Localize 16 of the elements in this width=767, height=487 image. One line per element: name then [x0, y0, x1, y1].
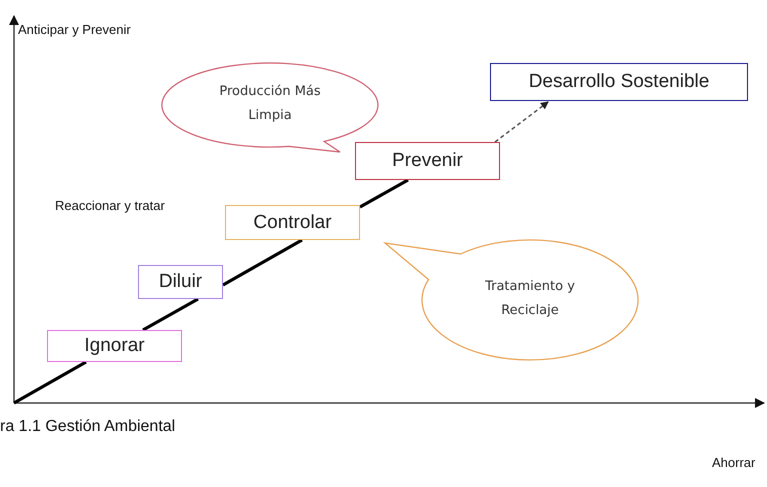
stage-box: Diluir [138, 265, 223, 299]
stage-box: Controlar [225, 205, 360, 240]
stage-box: Ignorar [47, 330, 182, 362]
stage-box: Desarrollo Sostenible [490, 63, 748, 101]
axis-label: Ahorrar [712, 455, 756, 470]
figure-caption: ra 1.1 Gestión Ambiental [0, 418, 176, 436]
diagonal-line [222, 238, 303, 286]
bubble-text: Tratamiento y Reciclaje [484, 278, 576, 320]
axis-label: Anticipar y Prevenir [18, 22, 131, 37]
diagonal-line [359, 178, 409, 208]
axis-label: Reaccionar y tratar [55, 198, 165, 213]
diagonal-line [13, 360, 87, 404]
bubble-text: Producción Más Limpia [218, 83, 322, 125]
stage-box: Prevenir [355, 142, 500, 180]
diagonal-line [142, 298, 199, 332]
dashed-arrow [494, 101, 549, 143]
